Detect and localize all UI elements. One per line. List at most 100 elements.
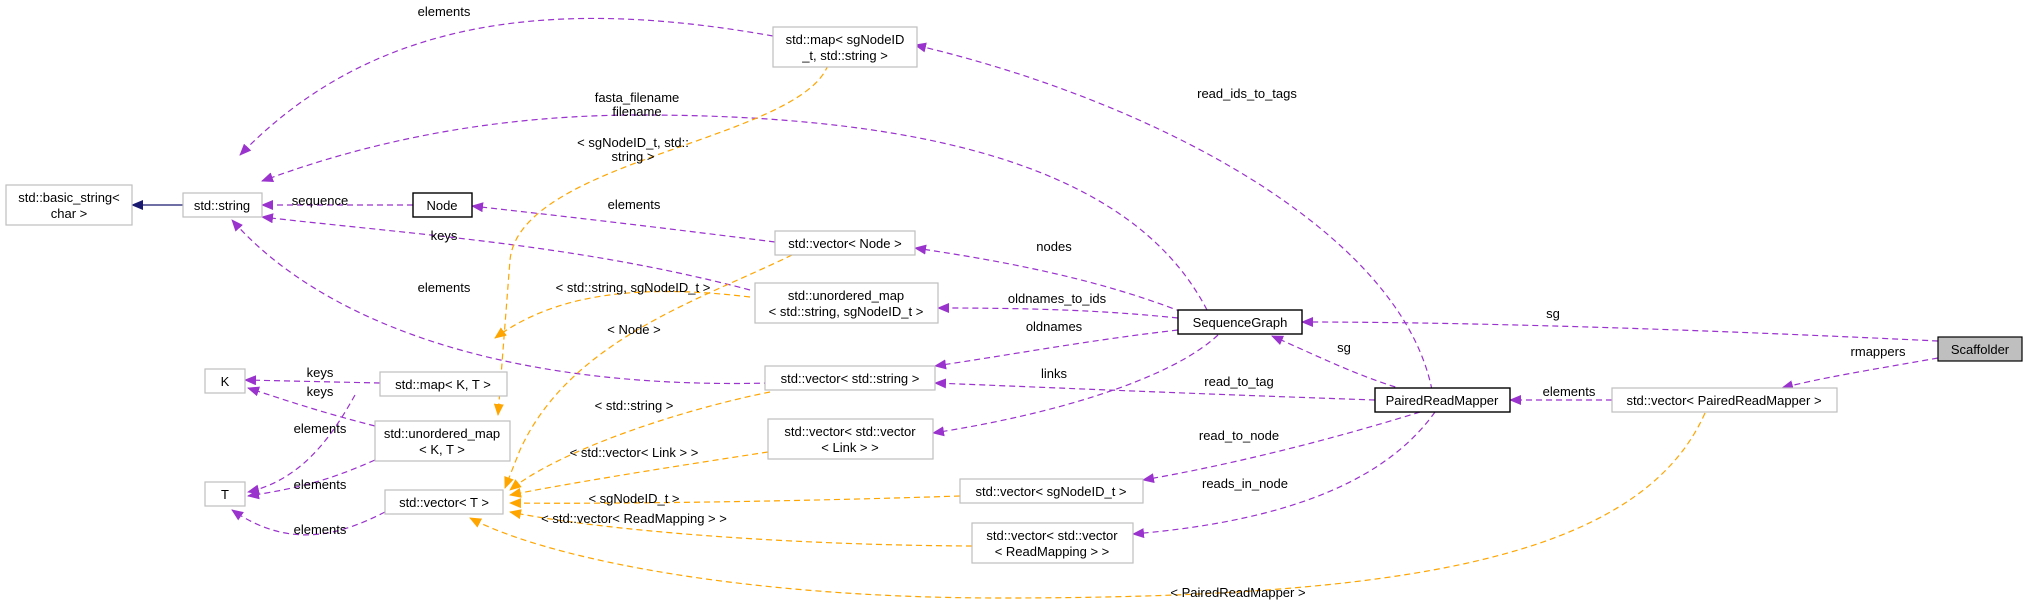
svg-text:std::string: std::string — [194, 198, 250, 213]
svg-text:< Link > >: < Link > > — [821, 440, 878, 455]
label-oldnames: oldnames — [1026, 319, 1083, 334]
edge-umkt-t — [247, 459, 376, 500]
svg-text:SequenceGraph: SequenceGraph — [1193, 315, 1288, 330]
label-elements-map-string: elements — [418, 4, 471, 19]
svg-text:std::map< K, T >: std::map< K, T > — [395, 377, 491, 392]
node-vector-node[interactable]: std::vector< Node > — [774, 230, 916, 256]
edge-scaffolder-rmappers — [1781, 357, 1939, 391]
svg-text:std::vector< PairedReadMapper: std::vector< PairedReadMapper > — [1626, 393, 1821, 408]
label-elements-prm: elements — [1543, 384, 1596, 399]
label-elements-vec-t: elements — [294, 522, 347, 537]
node-unordered-map-k-t[interactable]: std::unordered_map < K, T > — [374, 420, 511, 462]
svg-text:< std::string, sgNodeID_t >: < std::string, sgNodeID_t > — [769, 304, 924, 319]
edge-tmpl-node — [504, 254, 793, 489]
node-node[interactable]: Node — [412, 192, 473, 218]
svg-text:std::vector< Node >: std::vector< Node > — [788, 236, 901, 251]
node-t[interactable]: T — [204, 481, 246, 507]
node-map-sgnodeid-string[interactable]: std::map< sgNodeID _t, std::string > — [772, 26, 918, 68]
label-filename: filename — [612, 104, 661, 119]
label-sg-prm: sg — [1337, 340, 1351, 355]
svg-text:K: K — [221, 374, 230, 389]
node-scaffolder: Scaffolder — [1937, 336, 2023, 362]
edge-sg-veclink — [932, 334, 1219, 437]
edge-sg-vecstring — [934, 329, 1179, 370]
svg-text:std::vector< std::vector: std::vector< std::vector — [784, 424, 916, 439]
node-paired-read-mapper[interactable]: PairedReadMapper — [1374, 387, 1511, 413]
edge-tmpl-sgnode — [509, 495, 961, 509]
node-basic-string[interactable]: std::basic_string< char > — [5, 184, 133, 226]
svg-text:< ReadMapping > >: < ReadMapping > > — [995, 544, 1110, 559]
node-std-string[interactable]: std::string — [182, 192, 263, 218]
label-tmpl-sgnodeid: < sgNodeID_t > — [588, 491, 679, 506]
svg-text:std::vector< std::string >: std::vector< std::string > — [781, 371, 920, 386]
edge-mapkt-t — [247, 394, 356, 495]
edge-prm-vecreadmapping — [1132, 411, 1436, 539]
edge-prm-vecsgnode — [1142, 411, 1421, 484]
label-rmappers: rmappers — [1851, 344, 1906, 359]
svg-text:char >: char > — [51, 206, 88, 221]
svg-text:< K, T >: < K, T > — [419, 442, 465, 457]
label-keys-map: keys — [307, 365, 334, 380]
edge-tmpl-paired-read-mapper — [469, 412, 1706, 599]
label-tmpl-string: < std::string > — [595, 398, 674, 413]
label-elements-vecstring: elements — [418, 280, 471, 295]
edge-vecstring-string — [231, 219, 771, 385]
label-oldnames-to-ids: oldnames_to_ids — [1008, 291, 1107, 306]
svg-text:std::vector< T >: std::vector< T > — [399, 495, 489, 510]
edge-vect-t — [231, 509, 386, 536]
svg-text:std::vector< sgNodeID_t >: std::vector< sgNodeID_t > — [975, 484, 1126, 499]
svg-text:_t, std::string >: _t, std::string > — [801, 48, 888, 63]
edge-umkt-k — [247, 386, 376, 427]
svg-text:PairedReadMapper: PairedReadMapper — [1386, 393, 1499, 408]
label-sequence: sequence — [292, 193, 348, 208]
edge-sg-string — [261, 114, 1208, 311]
edge-tmpl-readmapping — [509, 509, 973, 547]
label-elements-map-t: elements — [294, 421, 347, 436]
svg-text:Scaffolder: Scaffolder — [1951, 342, 2010, 357]
node-vector-vector-readmapping[interactable]: std::vector< std::vector < ReadMapping >… — [971, 522, 1134, 564]
node-vector-paired-read-mapper[interactable]: std::vector< PairedReadMapper > — [1611, 387, 1838, 413]
edge-scaffolder-sg — [1301, 317, 1939, 342]
label-keys-umap: keys — [431, 228, 458, 243]
node-vector-t[interactable]: std::vector< T > — [384, 489, 504, 515]
label-tmpl-paired-read-mapper: < PairedReadMapper > — [1170, 585, 1305, 600]
edge-prm-map-sgnode — [914, 42, 1433, 391]
label-tmpl-sgnodeid-string-1: < sgNodeID_t, std:: — [577, 135, 689, 150]
svg-text:T: T — [221, 487, 229, 502]
edge-prm-sg — [1271, 335, 1406, 391]
label-read-ids-to-tags: read_ids_to_tags — [1197, 86, 1297, 101]
label-tmpl-node: < Node > — [607, 322, 661, 337]
label-tmpl-sgnodeid-string-2: string > — [612, 149, 655, 164]
edge-tmpl-link — [509, 451, 769, 498]
node-vector-sgnodeid[interactable]: std::vector< sgNodeID_t > — [959, 478, 1144, 504]
label-sg-scaffolder: sg — [1546, 306, 1560, 321]
label-keys-umkt: keys — [307, 384, 334, 399]
node-sequence-graph[interactable]: SequenceGraph — [1177, 309, 1303, 335]
label-elements-um-t: elements — [294, 477, 347, 492]
label-fasta-filename: fasta_filename — [595, 90, 680, 105]
edge-tmpl-map-sgnode — [493, 64, 829, 416]
node-k[interactable]: K — [204, 368, 246, 394]
node-unordered-map-string-sgnodeid[interactable]: std::unordered_map < std::string, sgNode… — [754, 282, 939, 324]
svg-text:std::map< sgNodeID: std::map< sgNodeID — [786, 32, 905, 47]
label-elements-node: elements — [608, 197, 661, 212]
svg-text:std::unordered_map: std::unordered_map — [384, 426, 500, 441]
node-map-k-t[interactable]: std::map< K, T > — [379, 371, 508, 397]
label-read-to-node: read_to_node — [1199, 428, 1279, 443]
node-vector-vector-link[interactable]: std::vector< std::vector < Link > > — [767, 418, 934, 460]
label-tmpl-vector-link: < std::vector< Link > > — [570, 445, 699, 460]
edge-sg-umap — [937, 303, 1179, 319]
svg-text:std::basic_string<: std::basic_string< — [18, 190, 120, 205]
label-nodes: nodes — [1036, 239, 1072, 254]
edge-tmpl-string — [509, 391, 771, 491]
edge-mapkt-k — [244, 375, 381, 386]
edge-sg-vecnode — [914, 244, 1183, 313]
label-read-to-tag: read_to_tag — [1204, 374, 1273, 389]
node-vector-string[interactable]: std::vector< std::string > — [764, 365, 936, 391]
edge-umap-string — [261, 213, 751, 291]
label-links: links — [1041, 366, 1068, 381]
svg-text:std::unordered_map: std::unordered_map — [788, 288, 904, 303]
edge-vecnode-node — [471, 202, 776, 243]
svg-text:Node: Node — [426, 198, 457, 213]
